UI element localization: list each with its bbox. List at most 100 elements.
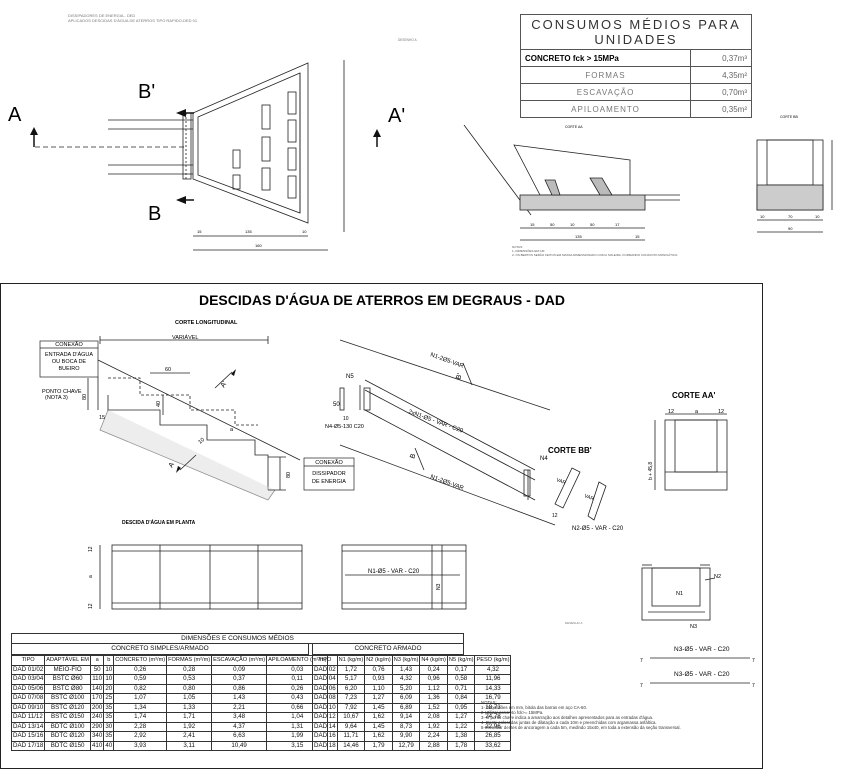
table-cell: 0,26 [113, 664, 168, 675]
n3-detail: N3 [690, 624, 697, 630]
sec-dim-50: 50 [550, 222, 555, 227]
table-cell: 2,28 [113, 721, 168, 732]
table-cell: 4,32 [391, 674, 421, 685]
seven-d: 7 [752, 683, 755, 689]
dissipador-2: DE ENERGIA [312, 479, 346, 485]
sec-dim-15b: 15 [635, 234, 640, 239]
header-note-2: APLICADOS DESCIDAS D'ÁGUA DE ATERROS TIP… [68, 18, 198, 23]
table-cell: DAD 03/04 [10, 674, 46, 685]
table-cell: 2,21 [211, 702, 268, 713]
sec-dim-17: 17 [615, 222, 620, 227]
table-cell: BDTC Ø150 [44, 740, 91, 751]
arrow-up-icon [373, 129, 381, 137]
table-cell: 8,73 [391, 721, 421, 732]
table-cell: 0,76 [364, 664, 393, 675]
label-a: A [8, 104, 22, 126]
table-cell: 0,37 [211, 674, 268, 685]
table-cell: 200 [89, 702, 105, 713]
dim-80: 80 [82, 394, 88, 400]
table-cell: DAD 18 [312, 740, 338, 751]
sheet-frame [0, 283, 763, 769]
n4-spec: N4-Ø5-130 C20 [325, 424, 364, 430]
consumos-table: CONSUMOS MÉDIOS PARA UNIDADES CONCRETO f… [520, 14, 752, 118]
table-header: CONCRETO (m³/m) [113, 655, 168, 666]
table-cell: DAD 14 [312, 721, 338, 732]
table-cell: DAD 11/12 [10, 712, 46, 723]
table-cell: 30 [103, 721, 115, 732]
table-header: a [89, 655, 105, 666]
table-cell: 0,17 [446, 664, 476, 675]
table-cell: 3,11 [166, 740, 213, 751]
table-cell: 35 [103, 702, 115, 713]
var-2: VAR [583, 493, 595, 502]
table-cell: 2,08 [419, 712, 448, 723]
sec-dim-10: 10 [570, 222, 575, 227]
table-cell: BDTC Ø120 [44, 731, 91, 742]
table-cell: 1,74 [113, 712, 168, 723]
arrow-icon [176, 466, 181, 473]
table-cell: 9,90 [391, 731, 421, 742]
note-line: 3- O ponto chave indica a amarração aos … [481, 715, 654, 720]
table-cell: 0,28 [166, 664, 213, 675]
dim-60: 60 [165, 367, 171, 373]
ponto-chave-2: (NOTA 3) [45, 395, 68, 401]
label-b-prime-main: B' [455, 373, 464, 381]
plan-dim-15: 15 [197, 229, 202, 234]
conexao-box [39, 340, 355, 491]
arrow-left-icon [176, 196, 186, 204]
table-cell: 1,71 [166, 712, 213, 723]
table-cell: 14,46 [336, 740, 366, 751]
table-cell: BSTC Ø120 [44, 702, 91, 713]
longitudinal-steps [87, 336, 301, 501]
main-title: DESCIDAS D'ÁGUA DE ATERROS EM DEGRAUS - … [199, 292, 565, 308]
table-cell: 340 [89, 731, 105, 742]
table-header: TIPO [312, 655, 338, 666]
table-cell: 1,22 [446, 721, 476, 732]
plan-dim-10: 10 [302, 229, 307, 234]
table-cell: 4,32 [474, 664, 512, 675]
table-header: N2 (kg/m) [364, 655, 393, 666]
consumos-value: 0,35m² [690, 100, 752, 118]
arrow-up-icon [30, 127, 38, 135]
n2-spec: N2-Ø5 - VAR - C20 [572, 526, 624, 532]
consumos-label: FORMAS [520, 66, 691, 84]
table-cell: DAD 05/06 [10, 683, 46, 694]
aa-side: b + 45,8 [648, 462, 654, 480]
armado-title: CONCRETO ARMADO [312, 644, 464, 655]
table-cell: 5,17 [336, 674, 366, 685]
table-cell: 35 [103, 712, 115, 723]
table-cell: 2,92 [113, 731, 168, 742]
dim-10: 10 [197, 437, 206, 446]
note-line: 2-Utilizar concreto fck>= 15MPa. [481, 710, 544, 715]
table-cell: 1,45 [364, 702, 393, 713]
table-cell: 110 [89, 674, 105, 685]
consumos-value: 0,37m³ [690, 49, 752, 67]
table-cell: BSTC Ø100 [44, 693, 91, 704]
table-cell: 6,63 [211, 731, 268, 742]
seven-b: 7 [752, 658, 755, 664]
sec-dim-135: 135 [575, 234, 582, 239]
seven-c: 7 [640, 683, 643, 689]
table-cell: 20 [103, 683, 115, 694]
table-cell: DAD 08 [312, 693, 338, 704]
plan-dim-160: 160 [255, 243, 262, 248]
table-cell: 2,88 [419, 740, 448, 751]
table-cell: 0,59 [113, 674, 168, 685]
table-cell: 0,09 [211, 664, 268, 675]
table-cell: DAD 02 [312, 664, 338, 675]
note-line: NOTAS: [481, 700, 497, 705]
notes-small-1: 1- DIMENSÕES EM CM [512, 248, 545, 253]
dissipator-plan [35, 60, 345, 251]
conexao2-label: CONEXÃO [315, 459, 343, 466]
table-cell: 12,79 [391, 740, 421, 751]
